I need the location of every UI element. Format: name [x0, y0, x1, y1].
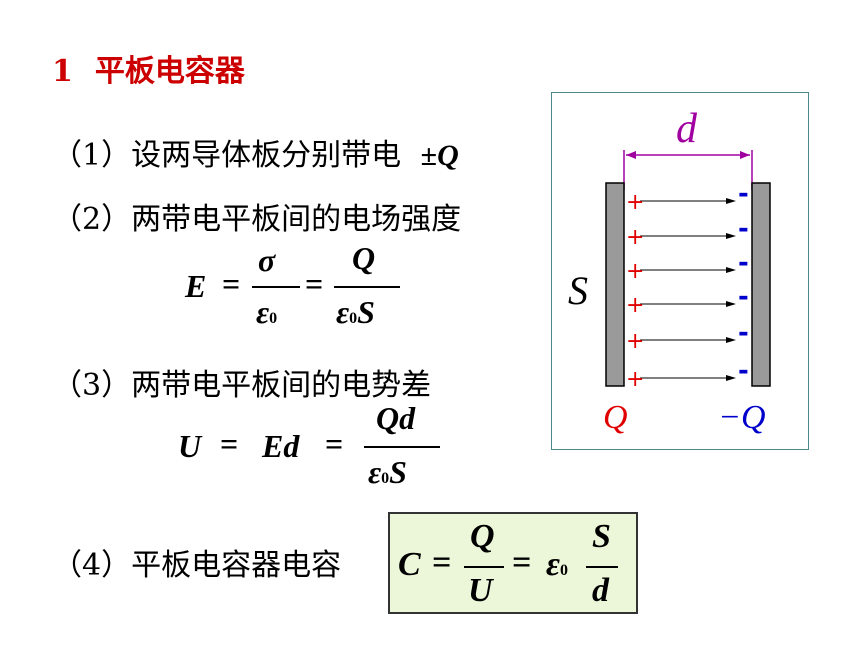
- formula-c-bar2: [586, 566, 618, 568]
- item-3: （3）两带电平板间的电势差: [52, 368, 432, 403]
- plus-sign: +: [626, 259, 644, 284]
- field-line-5: [640, 337, 736, 343]
- plus-sign: +: [626, 329, 644, 354]
- formula-u-ed: Ed: [262, 428, 300, 464]
- gap-label-d: d: [676, 106, 698, 152]
- right-plate: [751, 182, 771, 387]
- area-label-s: S: [568, 268, 588, 313]
- item-4: （4）平板电容器电容: [52, 548, 342, 583]
- formula-u-eq1: =: [220, 426, 239, 462]
- d-arrow-right: [740, 151, 750, 159]
- formula-c-bar1: [464, 566, 504, 568]
- capacitance-formula-box: [388, 512, 638, 614]
- formula-c-num: Q: [470, 518, 495, 555]
- formula-e-bar2: [334, 286, 400, 288]
- minus-sign: -: [738, 318, 749, 348]
- field-line-2: [640, 233, 736, 239]
- formula-e-eq2: =: [305, 266, 324, 302]
- plus-sign: +: [626, 367, 644, 392]
- formula-c-eq1: =: [432, 544, 452, 581]
- item-1-charge: ±Q: [420, 139, 459, 172]
- minus-sign: -: [738, 282, 749, 312]
- minus-sign: -: [738, 214, 749, 244]
- minus-sign: -: [738, 248, 749, 278]
- left-plate: [605, 182, 625, 387]
- formula-e-q: Q: [352, 240, 376, 276]
- minus-sign: -: [738, 356, 749, 386]
- field-line-3: [640, 267, 736, 273]
- formula-c-eq2: =: [512, 544, 532, 581]
- formula-c-eps: ε0: [546, 546, 568, 583]
- item-1-label: （1）设两导体板分别带电: [52, 138, 402, 173]
- formula-c-lhs: C: [398, 546, 421, 583]
- item-2: （2）两带电平板间的电场强度: [52, 202, 462, 237]
- section-title-text: 平板电容器: [94, 54, 245, 89]
- formula-u-num: Qd: [376, 400, 416, 436]
- left-charge-label: Q: [603, 399, 628, 436]
- minus-sign: -: [738, 179, 749, 209]
- section-number: 1: [52, 54, 73, 89]
- item-1: （1）设两导体板分别带电 ±Q: [52, 130, 459, 174]
- formula-c-den: U: [468, 572, 493, 609]
- plus-sign: +: [626, 225, 644, 250]
- formula-e-den2: ε0S: [336, 294, 375, 330]
- field-lines: [640, 198, 736, 381]
- right-charge-label: −Q: [718, 399, 766, 436]
- field-line-1: [640, 198, 736, 204]
- plus-sign: +: [626, 190, 644, 215]
- field-line-4: [640, 301, 736, 307]
- formula-e-sigma: σ: [258, 242, 276, 278]
- formula-u-bar: [364, 446, 440, 448]
- d-arrow-left: [626, 151, 636, 159]
- formula-e-eq1: =: [222, 266, 241, 302]
- section-title: 1 平板电容器: [52, 46, 245, 90]
- capacitor-diagram-frame: [551, 92, 809, 450]
- field-line-6: [640, 375, 736, 381]
- formula-u-eq2: =: [325, 426, 344, 462]
- formula-e-eps1: ε0: [256, 294, 278, 330]
- plus-sign: +: [626, 293, 644, 318]
- formula-u-den: ε0S: [368, 454, 407, 490]
- formula-e-lhs: E: [185, 268, 207, 304]
- formula-u-lhs: U: [178, 428, 202, 464]
- formula-e-bar1: [252, 286, 300, 288]
- formula-c-fden: d: [592, 572, 609, 609]
- formula-c-fnum: S: [592, 518, 611, 555]
